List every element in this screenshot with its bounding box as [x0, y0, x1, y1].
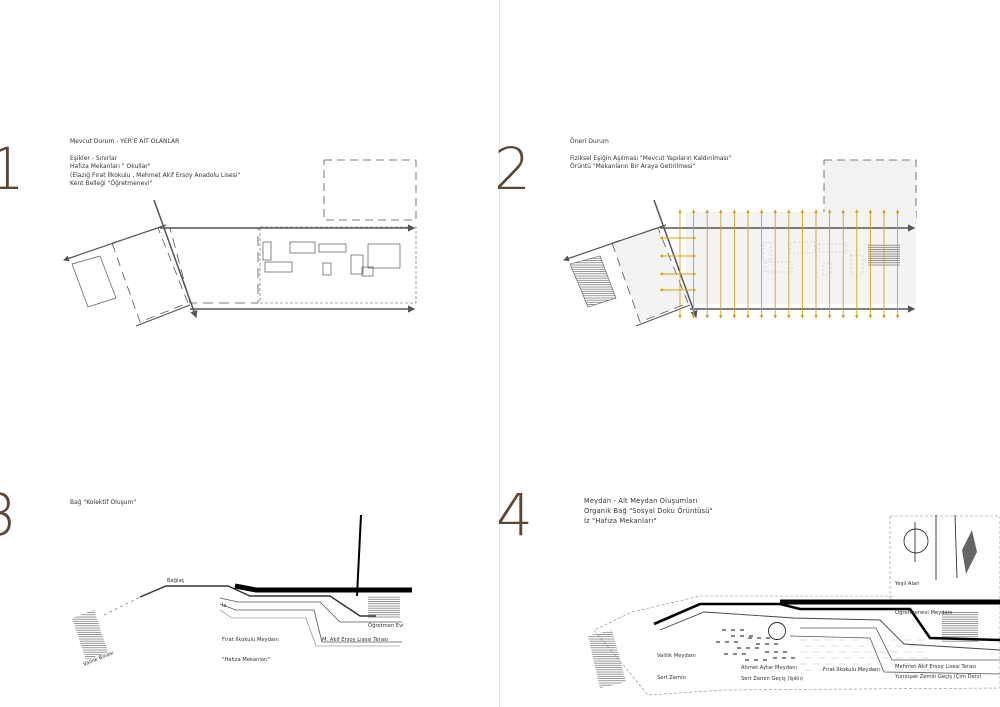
- label-ogretmen-evi: Öğretmen Evi: [368, 622, 404, 629]
- building-valilik: [588, 630, 626, 688]
- caption-line: Kent Belleği "Öğretmenevi": [70, 180, 153, 187]
- label-ahmet-aytar: Ahmet Aytar Meydanı: [741, 665, 797, 671]
- path-line: [954, 514, 958, 579]
- panel-2-caption: Öneri Durum Fiziksel Eşiğin Aşılması "Me…: [570, 138, 731, 172]
- trace-line: [219, 597, 402, 623]
- caption-line: Meydan - Alt Meydan Oluşumları: [584, 497, 698, 505]
- caption-line: Organik Bağ "Sosyal Doku Örüntüsü": [584, 507, 713, 515]
- caption-line: Öneri Durum: [570, 138, 609, 145]
- caption-line: İz "Hafıza Mekanları": [584, 517, 657, 525]
- existing-block-outline: [323, 159, 417, 221]
- caption-line: Hafıza Mekanları " Okullar": [70, 163, 151, 170]
- panel-1-caption: Mevcut Durum - YER'E AİT OLANLAR Eşikler…: [70, 138, 240, 189]
- pattern-arrows: [659, 209, 900, 319]
- site-boundary: [259, 226, 417, 304]
- caption-line: Eşikler - Sınırlar: [70, 154, 118, 162]
- label-ogretmenevi-meydani: Öğretmenevi Meydanı: [895, 609, 952, 616]
- landmark-shape: [962, 530, 977, 574]
- trace-line: [800, 627, 1000, 661]
- threshold-line: [153, 199, 198, 319]
- connector-line: [139, 585, 376, 617]
- panel-4-diagram: [588, 514, 1000, 696]
- panel-3-diagram: [72, 514, 412, 660]
- label-yumusak-zemin: Yumuşak Zemin Geçiş (Çim Derz): [894, 674, 982, 680]
- trace-line: [659, 611, 1000, 651]
- threshold-line: [653, 199, 698, 319]
- label-sert-zemin: Sert Zemin: [657, 675, 686, 681]
- plaza-circle: [903, 528, 929, 554]
- label-firat-meydani: Fırat İlkokulu Meydanı: [823, 666, 880, 673]
- caption-line: Fiziksel Eşiğin Aşılması "Mevcut Yapılar…: [570, 154, 732, 162]
- label-lise-terasi: M. Akif Ersoy Lisesi Terası: [322, 637, 388, 643]
- plaza-boundary: [593, 595, 1000, 696]
- step-number-4: 4: [496, 481, 533, 549]
- school-buildings: [262, 241, 401, 277]
- caption-line: Örüntü "Mekanların Bir Araya Getirilmesi…: [570, 163, 696, 170]
- threshold-line: [63, 224, 167, 262]
- main-organic-line: [653, 602, 1000, 642]
- label-bagiac: Bağlaç: [167, 577, 185, 584]
- soft-ground-pattern: [800, 639, 929, 671]
- step-number-1: 1: [0, 135, 25, 203]
- trace-line: [219, 609, 400, 647]
- plaza-circle: [768, 622, 786, 640]
- block-outline: [611, 227, 689, 323]
- main-axis: [234, 583, 412, 593]
- step-number-3: 3: [0, 486, 17, 544]
- threshold-line: [135, 304, 191, 327]
- building-valilik: [569, 255, 617, 308]
- caption-line: Mevcut Durum - YER'E AİT OLANLAR: [70, 138, 180, 145]
- label-sert-zemin-gecis: Sert Zemin Geçiş (Işıklı): [741, 676, 803, 682]
- green-area-boundary: [889, 515, 1000, 601]
- building-valilik: [72, 610, 108, 660]
- panel-2-diagram: [563, 159, 917, 327]
- trace-line: [219, 603, 402, 643]
- building-ogretmenevi: [942, 612, 978, 642]
- block-outline: [169, 227, 259, 304]
- caption-line: Bağ "Kolektif Oluşum": [70, 499, 137, 506]
- page-divider: [499, 0, 500, 707]
- building-valilik: [71, 255, 117, 308]
- label-lise-terasi: Mehmet Akif Ersoy Lisesi Terası: [895, 664, 976, 670]
- panel-4-caption: Meydan - Alt Meydan Oluşumları Organik B…: [584, 496, 713, 526]
- panel-1-diagram: [63, 159, 417, 327]
- label-firat-meydani: Fırat İlkokulu Meydanı: [222, 636, 279, 643]
- panel-3-caption: Bağ "Kolektif Oluşum": [70, 499, 136, 508]
- link-line: [103, 596, 141, 616]
- trace-line: [789, 635, 1000, 675]
- label-yesil-alan: Yeşil Alan: [894, 581, 919, 587]
- label-iz: İz: [222, 602, 227, 609]
- label-hafiza: "Hafıza Mekanları": [222, 657, 270, 663]
- step-number-2: 2: [494, 135, 531, 203]
- hard-ground-pattern: [716, 629, 795, 661]
- threshold-line: [563, 224, 667, 262]
- caption-line: (Elazığ Fırat İlkokulu , Mehmet Akif Ers…: [70, 171, 241, 179]
- label-valilik-meydani: Valilik Meydanı: [657, 653, 696, 659]
- building-ogretmenevi: [368, 596, 400, 618]
- block-outline: [111, 227, 189, 323]
- vertical-axis: [356, 514, 362, 597]
